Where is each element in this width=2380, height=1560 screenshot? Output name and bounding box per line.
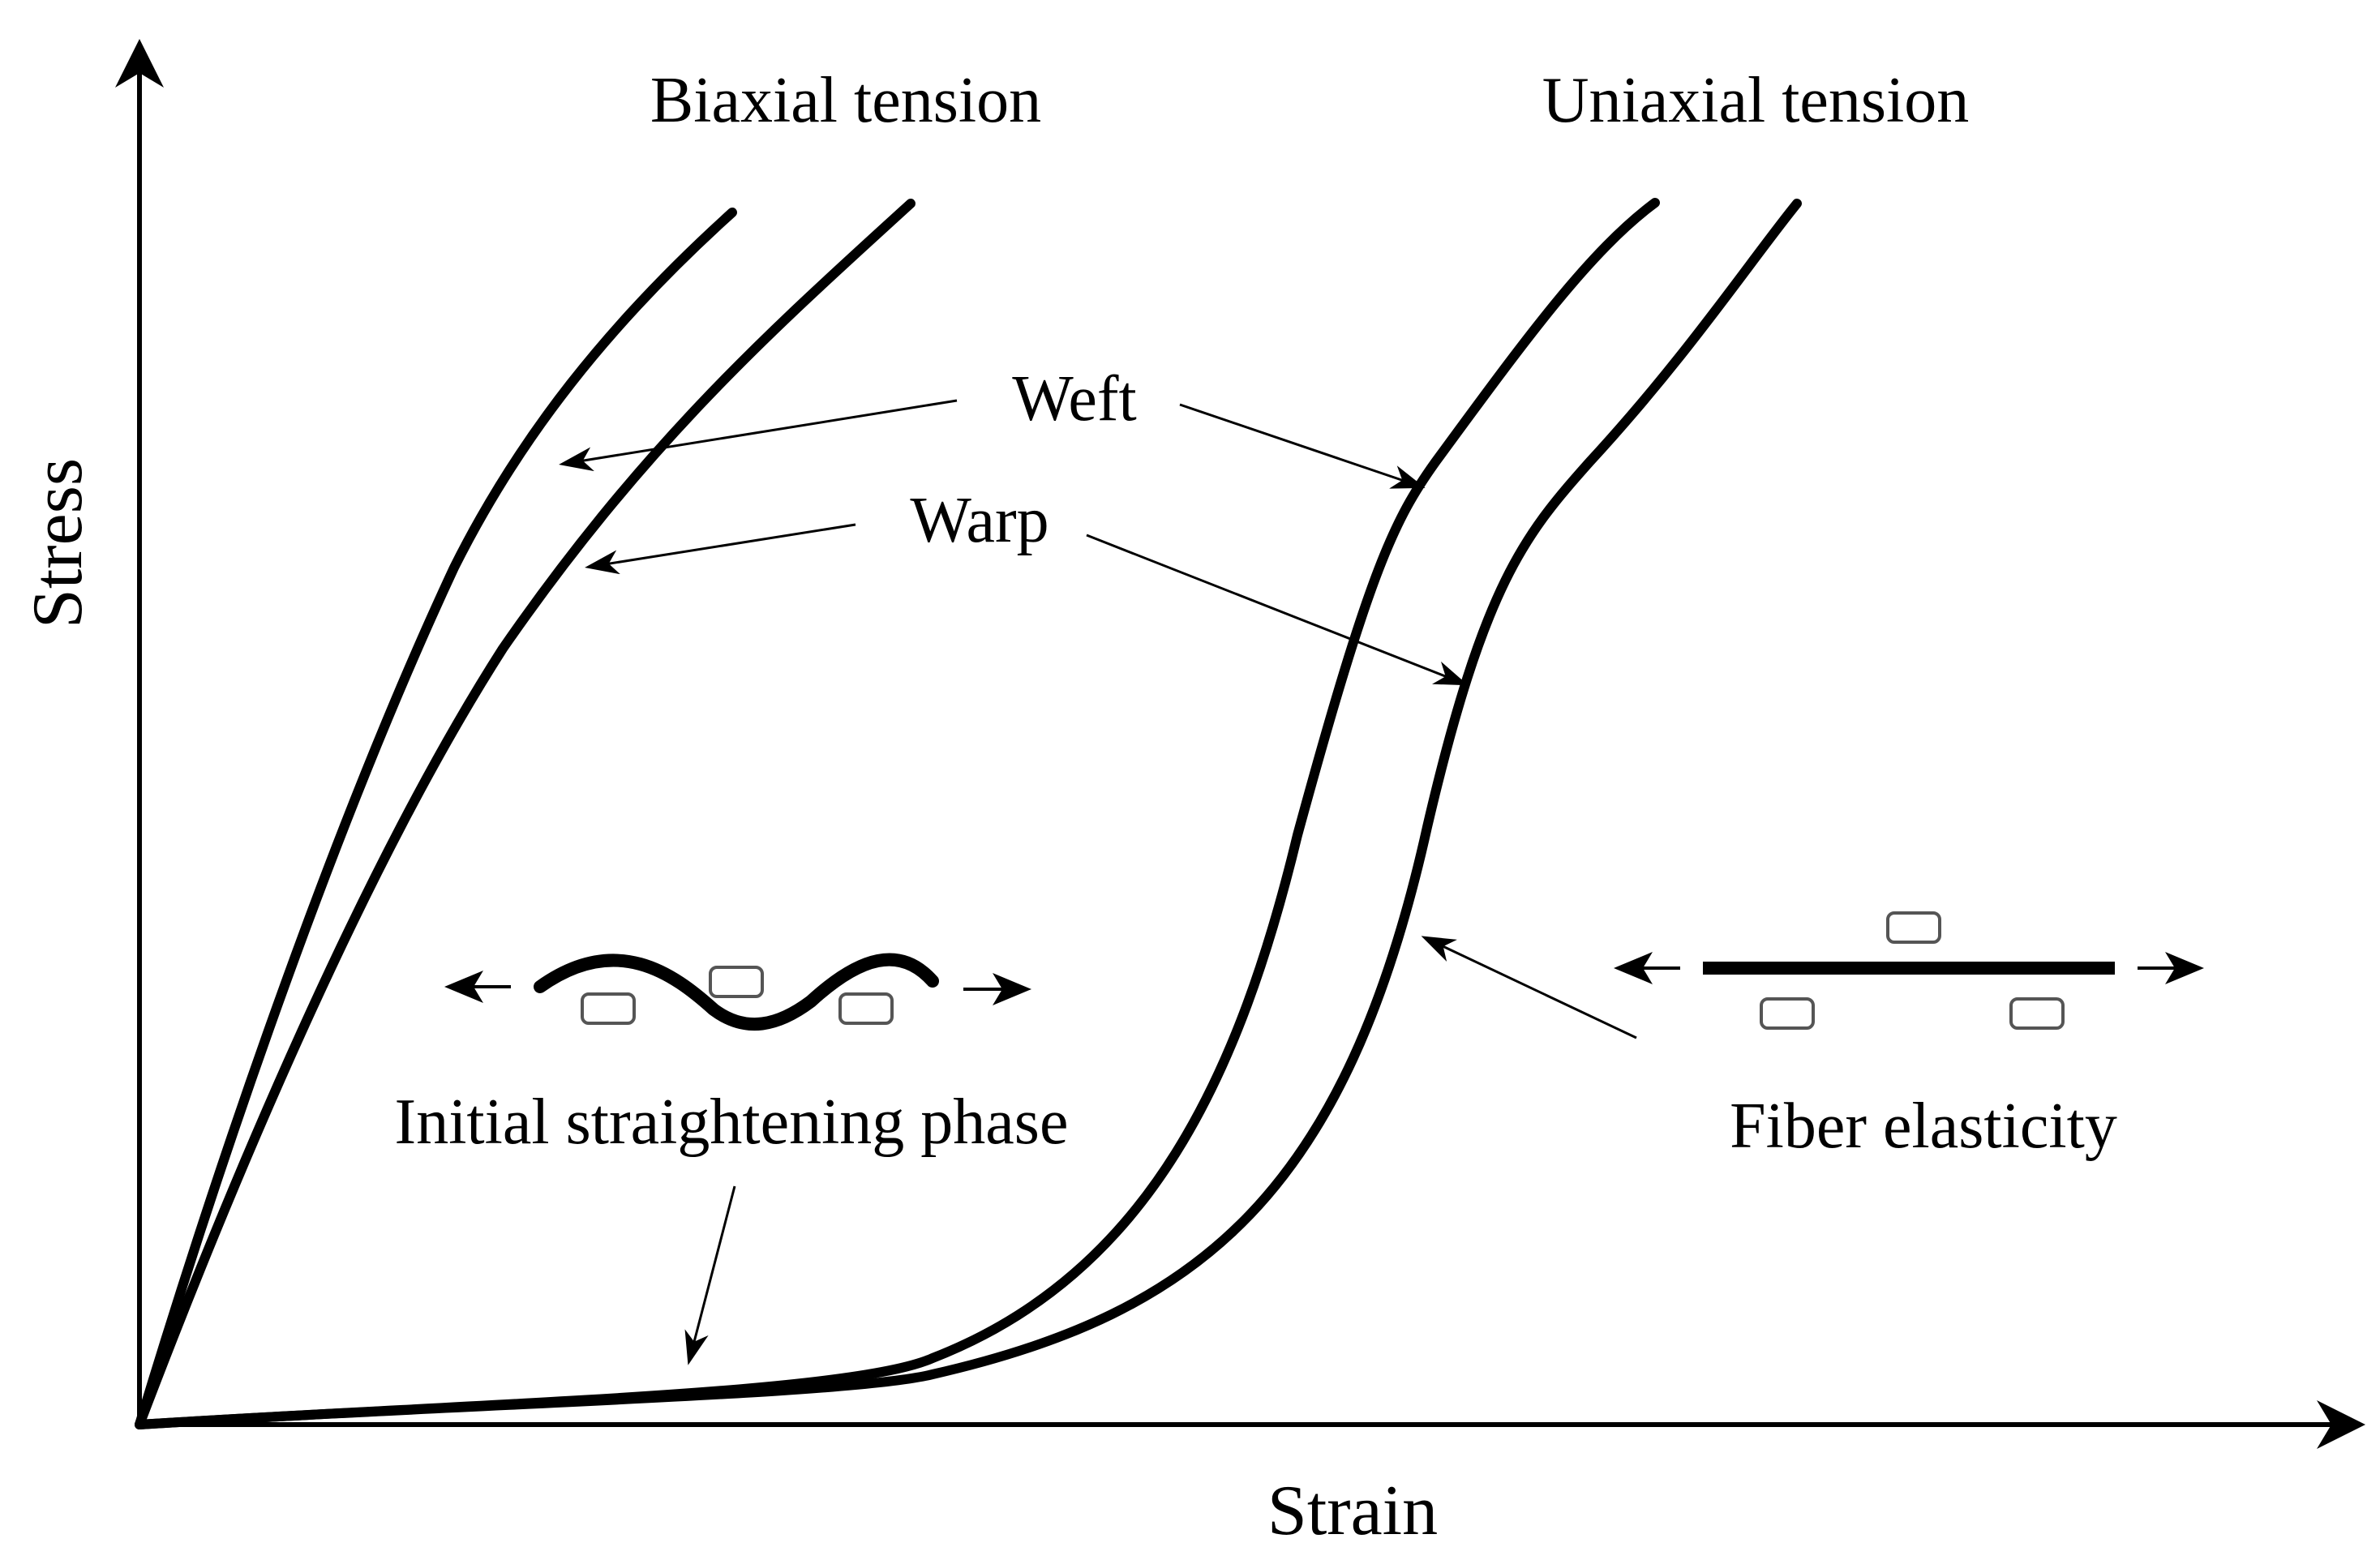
biaxial-warp-curve: [135, 199, 916, 1429]
straight-fiber-illustration: [1614, 911, 2204, 1030]
roller-right: [838, 992, 894, 1025]
fiber-elasticity-pointer: [1421, 936, 1637, 1039]
crimped-fiber-illustration: [444, 953, 1031, 1031]
roller-top: [709, 966, 764, 998]
initial-phase-label: Initial straightening phase: [395, 1086, 1069, 1158]
roller-right: [2009, 997, 2065, 1030]
roller-left: [1760, 997, 1815, 1030]
uniaxial-title: Uniaxial tension: [1542, 65, 1970, 136]
warp-pointer-biaxial: [585, 523, 856, 575]
biaxial-weft-curve: [135, 208, 737, 1429]
weft-label: Weft: [1012, 363, 1136, 435]
biaxial-title: Biaxial tension: [650, 65, 1041, 136]
roller-top: [1886, 911, 1941, 944]
x-axis-label: Strain: [1267, 1472, 1438, 1550]
warp-pointer-uniaxial: [1086, 534, 1469, 686]
roller-left: [581, 992, 636, 1025]
y-axis-label: Stress: [19, 458, 97, 628]
weft-pointer-biaxial: [559, 399, 958, 472]
fiber-elasticity-label: Fiber elasticity: [1730, 1091, 2117, 1162]
wavy-fiber: [534, 953, 939, 1031]
uniaxial-warp-curve: [135, 199, 1802, 1429]
initial-phase-pointer: [684, 1185, 736, 1365]
warp-label: Warp: [910, 485, 1048, 556]
weft-pointer-uniaxial: [1179, 403, 1426, 489]
